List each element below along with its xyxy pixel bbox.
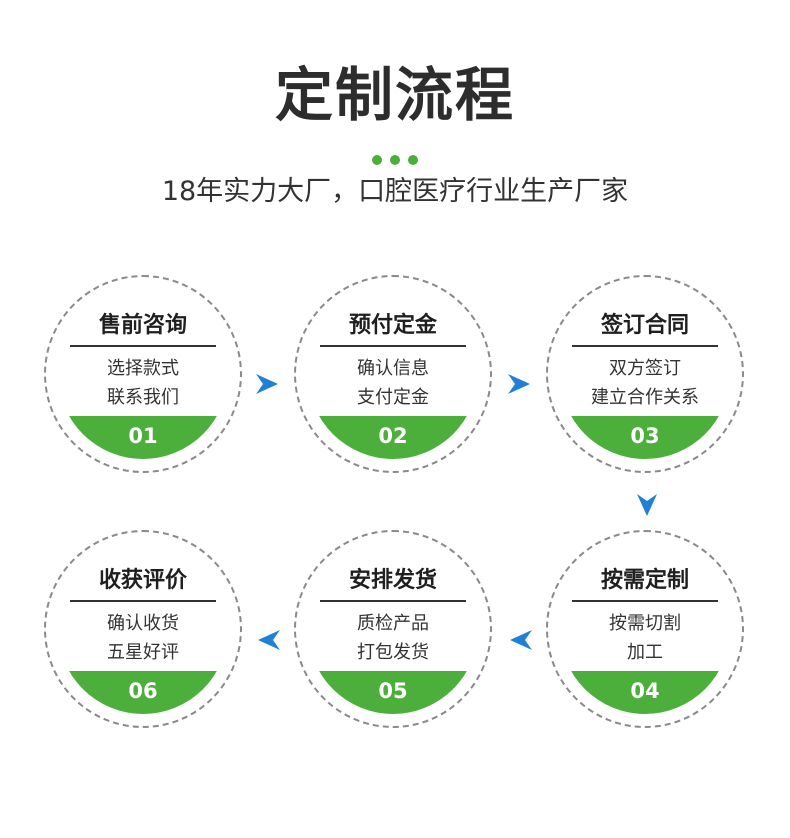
step-detail-2: 建立合作关系 — [591, 387, 699, 408]
step-02-card: 预付定金 确认信息 支付定金 02 — [294, 275, 492, 473]
step-title: 按需定制 — [600, 568, 689, 593]
arrow-left-icon — [258, 630, 280, 650]
step-inner: 售前咨询 选择款式 联系我们 01 — [58, 289, 228, 459]
step-05-card: 安排发货 质检产品 打包发货 05 — [294, 530, 492, 728]
arrow-down-icon — [637, 494, 657, 516]
step-title: 预付定金 — [348, 313, 437, 338]
page-subtitle: 18年实力大厂，口腔医疗行业生产厂家 — [161, 176, 629, 207]
step-detail-1: 选择款式 — [107, 358, 179, 379]
dot-icon — [408, 155, 418, 165]
step-title: 安排发货 — [348, 568, 437, 593]
step-divider — [572, 600, 718, 602]
step-divider — [572, 345, 718, 347]
step-divider — [320, 600, 466, 602]
step-title: 售前咨询 — [98, 313, 187, 338]
step-number: 06 — [58, 671, 228, 714]
step-detail-1: 质检产品 — [357, 613, 429, 634]
step-detail-1: 确认信息 — [357, 358, 429, 379]
step-inner: 安排发货 质检产品 打包发货 05 — [308, 544, 478, 714]
step-detail-1: 确认收货 — [107, 613, 179, 634]
dot-icon — [390, 155, 400, 165]
step-01-card: 售前咨询 选择款式 联系我们 01 — [44, 275, 242, 473]
step-06-card: 收获评价 确认收货 五星好评 06 — [44, 530, 242, 728]
arrow-left-icon — [510, 630, 532, 650]
step-inner: 收获评价 确认收货 五星好评 06 — [58, 544, 228, 714]
step-number: 01 — [58, 416, 228, 459]
step-number: 04 — [560, 671, 730, 714]
page-title: 定制流程 — [274, 61, 515, 129]
step-detail-1: 双方签订 — [609, 358, 681, 379]
arrow-right-icon — [508, 374, 530, 394]
step-number: 02 — [308, 416, 478, 459]
step-detail-2: 支付定金 — [357, 387, 429, 408]
step-detail-1: 按需切割 — [609, 613, 681, 634]
dot-icon — [372, 155, 382, 165]
step-number: 03 — [560, 416, 730, 459]
step-divider — [70, 345, 216, 347]
step-03-card: 签订合同 双方签订 建立合作关系 03 — [546, 275, 744, 473]
step-divider — [320, 345, 466, 347]
arrow-right-icon — [256, 374, 278, 394]
step-divider — [70, 600, 216, 602]
step-inner: 按需定制 按需切割 加工 04 — [560, 544, 730, 714]
step-inner: 预付定金 确认信息 支付定金 02 — [308, 289, 478, 459]
step-inner: 签订合同 双方签订 建立合作关系 03 — [560, 289, 730, 459]
step-title: 签订合同 — [600, 313, 689, 338]
step-number: 05 — [308, 671, 478, 714]
step-detail-2: 加工 — [627, 642, 663, 663]
step-detail-2: 打包发货 — [357, 642, 429, 663]
step-04-card: 按需定制 按需切割 加工 04 — [546, 530, 744, 728]
step-title: 收获评价 — [98, 568, 187, 593]
step-detail-2: 联系我们 — [107, 387, 179, 408]
step-detail-2: 五星好评 — [107, 642, 179, 663]
decorative-dots — [0, 150, 790, 165]
